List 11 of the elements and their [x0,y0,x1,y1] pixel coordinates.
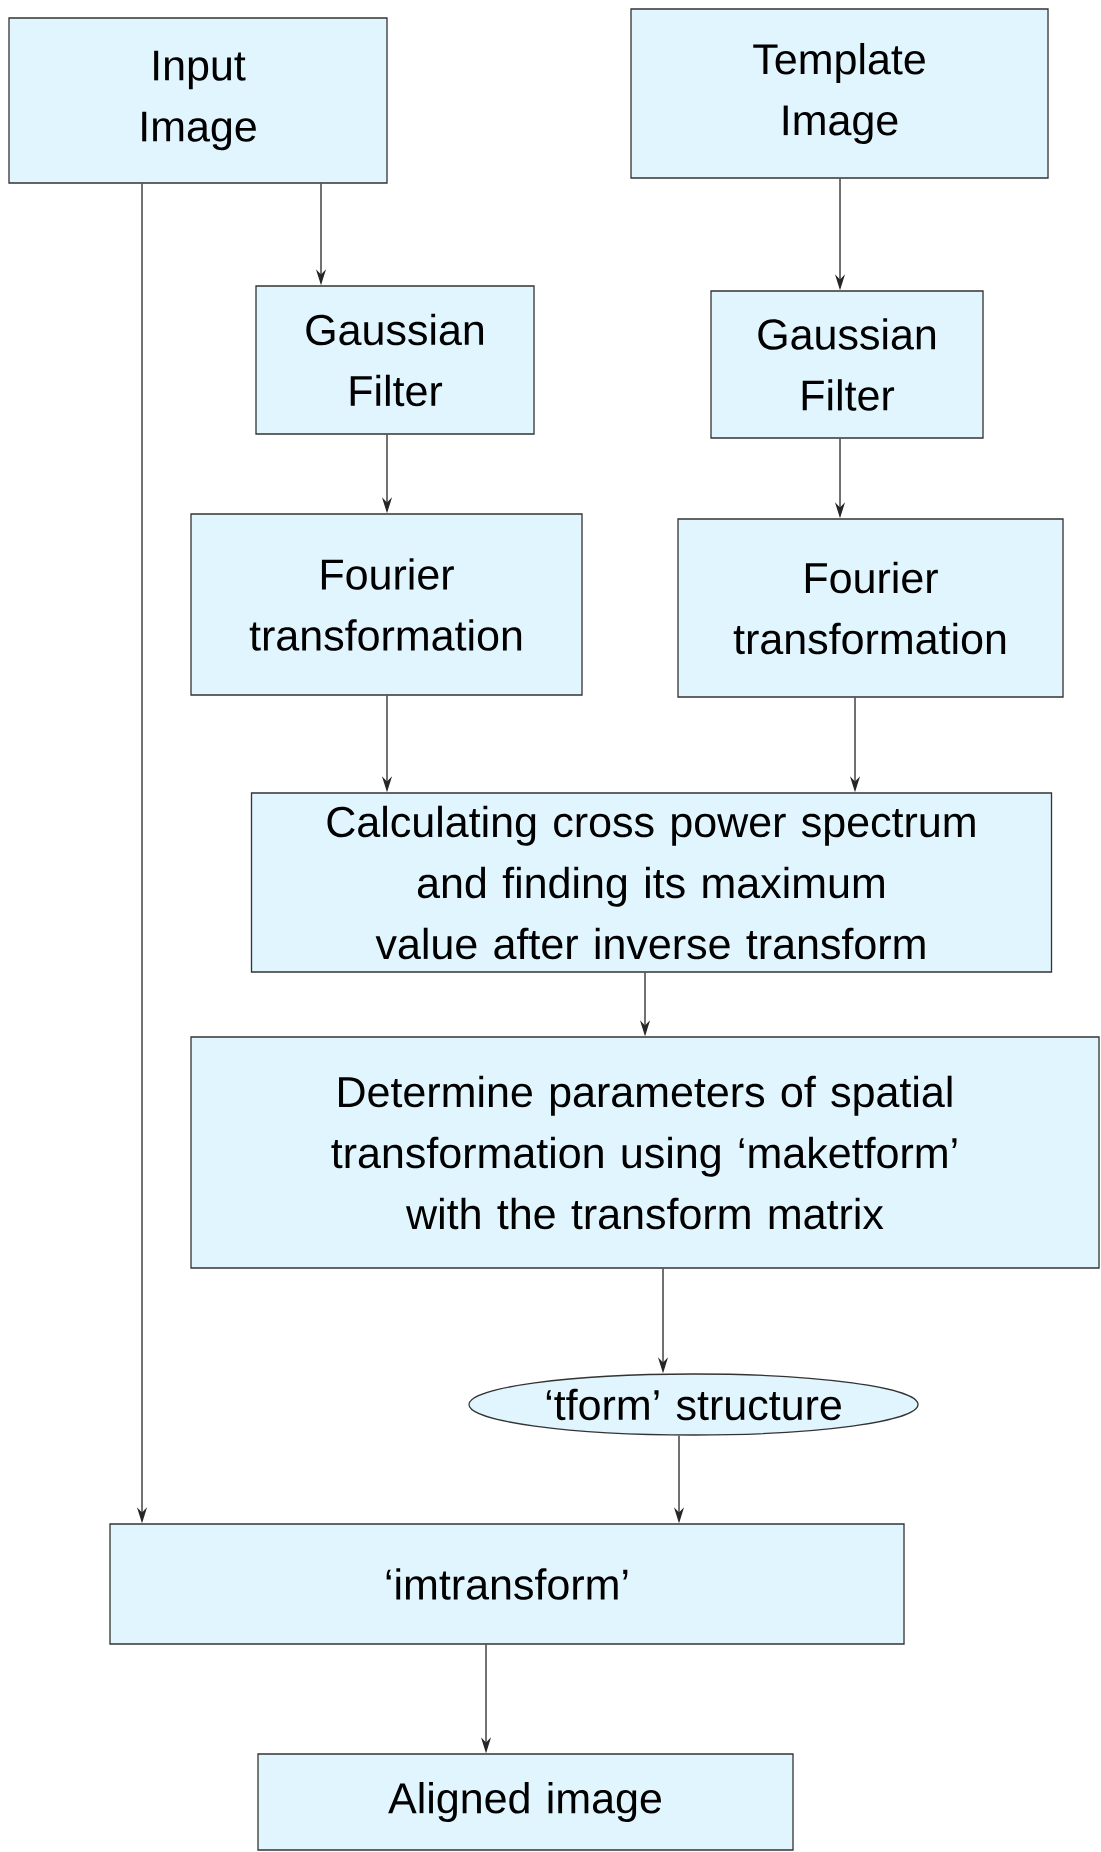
process-box: Gaussian Filter [710,290,984,439]
process-box: Gaussian Filter [255,285,535,435]
process-box: Determine parameters of spatial transformation using ‘maketform’ with the transform matrix [190,1036,1100,1269]
process-box: Input Image [8,17,388,184]
ellipse-node: ‘tform’ structure [468,1373,919,1436]
process-box: Aligned image [257,1753,794,1851]
process-box: Fourier transformation [677,518,1064,698]
process-box: Template Image [630,8,1049,179]
process-box: Fourier transformation [190,513,583,696]
process-box: Calculating cross power spectrum and finding its maximum value after inverse transform [250,792,1053,973]
process-box: ‘imtransform’ [109,1523,905,1645]
